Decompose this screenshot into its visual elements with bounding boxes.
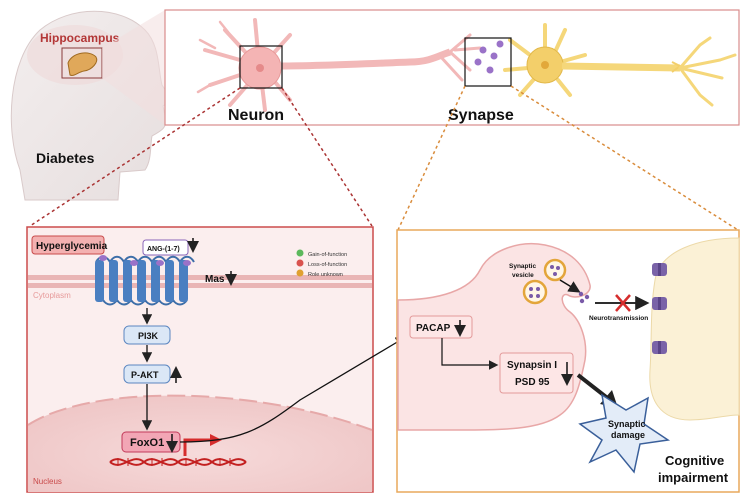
postsynaptic-neuron xyxy=(649,237,740,421)
pi3k-label: PI3K xyxy=(138,331,159,341)
psd95-label: PSD 95 xyxy=(515,377,550,388)
hyperglycemia-box xyxy=(31,235,105,255)
right-connector-b xyxy=(510,85,739,231)
released-transmitters xyxy=(578,291,590,304)
cognitive-label-line1: Cognitive xyxy=(665,453,724,468)
transcription-arrow xyxy=(183,438,212,456)
neurotransmission-label: Neurotransmission xyxy=(589,315,648,322)
mas-receptor xyxy=(95,255,195,306)
synapse-zoom-box xyxy=(464,37,512,87)
cognitive-label-line2: impairment xyxy=(658,470,729,485)
foxo1-label: FoxO1 xyxy=(130,437,164,449)
hyperglycemia-label: Hyperglycemia xyxy=(36,241,108,252)
block-x-icon xyxy=(615,294,631,312)
legend-unknown-label: Role unknown xyxy=(308,272,343,278)
synaptic-vesicle-label-line2: vesicle xyxy=(512,272,534,279)
nucleus-label: Nucleus xyxy=(33,477,62,486)
pacap-label: PACAP xyxy=(416,323,451,334)
cytoplasm-label: Cytoplasm xyxy=(33,291,71,300)
receptor-mid xyxy=(652,297,667,310)
signaling-panel xyxy=(26,226,374,493)
vesicle-bottom xyxy=(522,279,548,305)
legend-gain-icon xyxy=(296,249,304,257)
synapsin-label: Synapsin I xyxy=(507,360,557,371)
top-vesicles xyxy=(474,40,504,74)
legend-loss-icon xyxy=(296,259,304,267)
synaptic-damage-label-line2: damage xyxy=(611,430,645,440)
pacap-to-synapsin-arrow xyxy=(441,338,499,370)
synaptic-vesicle-label-line1: Synaptic xyxy=(509,263,536,270)
neuron-label: Neuron xyxy=(228,107,284,124)
mas-label: Mas xyxy=(205,274,225,285)
yellow-neuron xyxy=(503,23,737,107)
synapsin-box xyxy=(499,352,574,394)
pakt-label: P-AKT xyxy=(131,370,159,380)
legend-unknown-icon xyxy=(296,269,304,277)
foxo1-to-pacap-arrow xyxy=(179,336,407,443)
dna-strand xyxy=(109,458,247,466)
hippocampus-label: Hippocampus xyxy=(40,31,120,45)
neuron-zoom-box xyxy=(239,45,283,89)
synaptic-damage-label-line1: Synaptic xyxy=(608,419,646,429)
right-connector-a xyxy=(397,85,466,231)
synaptic-damage-star xyxy=(578,393,671,474)
receptor-top xyxy=(652,263,667,276)
pi3k-box xyxy=(123,325,171,345)
zoom-wedge xyxy=(102,10,165,125)
diabetes-label: Diabetes xyxy=(36,150,95,166)
synapse-label: Synapse xyxy=(448,107,514,124)
ang-label: ANG-(1-7) xyxy=(147,246,180,253)
legend-gain-label: Gain-of-function xyxy=(308,252,347,258)
receptor-bottom xyxy=(652,341,667,354)
legend-loss-label: Loss-of-function xyxy=(308,262,347,268)
vesicle-release-arrow xyxy=(559,279,581,293)
pink-neuron xyxy=(196,18,482,112)
legend: Gain-of-function Loss-of-function Role u… xyxy=(296,249,347,278)
vesicle-top xyxy=(543,258,567,282)
